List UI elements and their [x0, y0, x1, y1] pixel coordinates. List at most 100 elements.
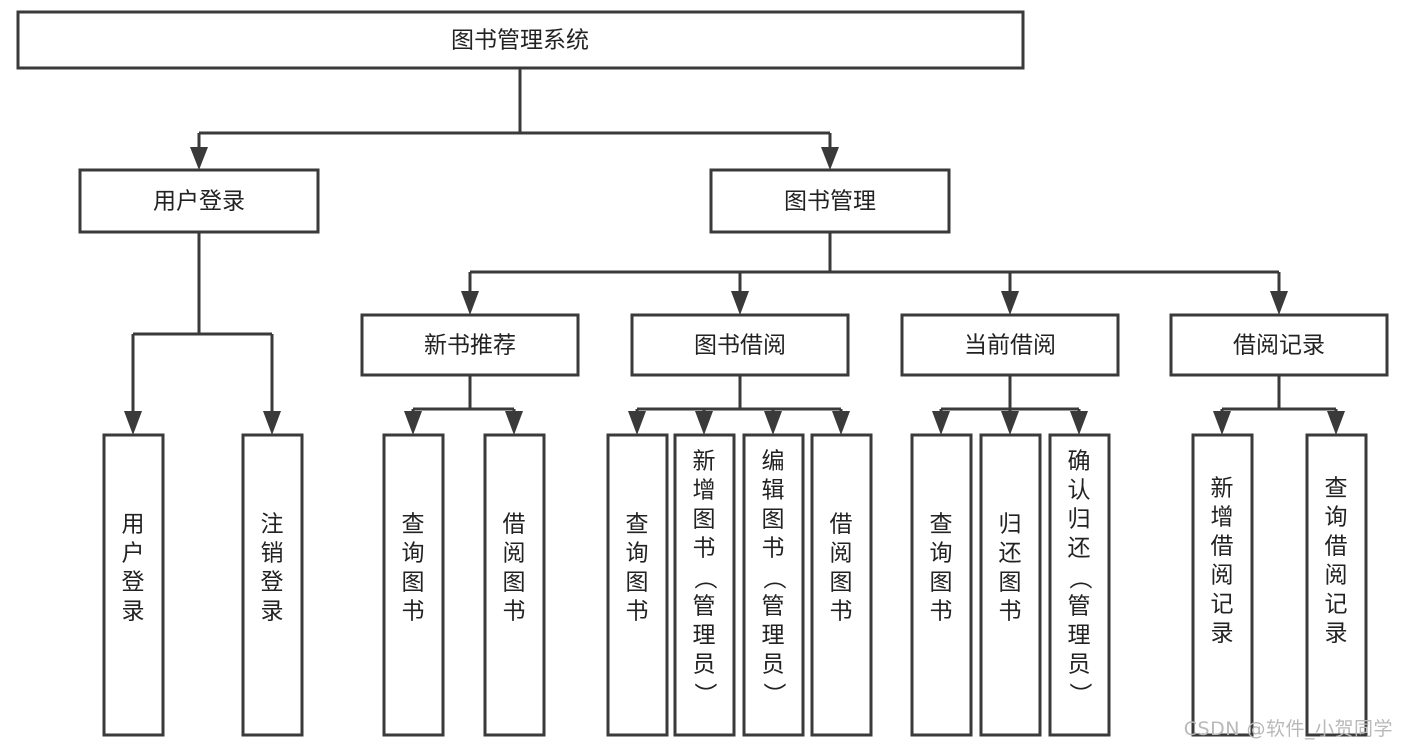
node-book-borrow[interactable]: 图书借阅: [630, 313, 850, 377]
svg-text:辑: 辑: [762, 478, 785, 504]
svg-text:录: 录: [261, 599, 284, 625]
svg-text:借: 借: [1211, 534, 1234, 560]
connector-layer: [124, 68, 1345, 435]
svg-text:查: 查: [1325, 476, 1348, 502]
node-book-borrow-label: 图书借阅: [694, 333, 786, 359]
svg-text:借: 借: [830, 512, 853, 538]
svg-text:图: 图: [830, 570, 853, 596]
arrow-br-to-leaf1: [1213, 411, 1231, 435]
node-leaf-add-record-box[interactable]: [1191, 433, 1254, 737]
arrow-bm-to-borrow-record: [1270, 291, 1288, 315]
svg-text:录: 录: [122, 599, 145, 625]
node-leaf-edit-book-box[interactable]: [742, 433, 805, 737]
svg-text:销: 销: [261, 541, 284, 567]
svg-text:书: 书: [626, 599, 649, 625]
svg-text:书: 书: [830, 599, 853, 625]
node-root[interactable]: 图书管理系统: [16, 10, 1025, 70]
arrow-bb-to-leaf3: [764, 411, 782, 435]
svg-text:查: 查: [626, 512, 649, 538]
svg-text:注: 注: [261, 512, 284, 538]
node-leaf-borrow-book-1-box[interactable]: [483, 433, 546, 737]
svg-text:编: 编: [762, 449, 785, 475]
node-new-book-recommend-label: 新书推荐: [424, 333, 516, 359]
svg-text:确: 确: [1068, 449, 1091, 475]
node-current-borrow[interactable]: 当前借阅: [900, 313, 1120, 377]
node-leaf-user-logout-box[interactable]: [241, 433, 304, 737]
node-book-management-box[interactable]: [709, 168, 951, 234]
node-leaf-query-book-2-box[interactable]: [606, 433, 669, 737]
svg-text:图: 图: [693, 507, 716, 533]
svg-text:理: 理: [1068, 623, 1091, 649]
svg-text:阅: 阅: [830, 541, 853, 567]
svg-text:）: ）: [692, 683, 718, 706]
node-leaf-query-book-1-box[interactable]: [382, 433, 445, 737]
node-borrow-record-label: 借阅记录: [1233, 333, 1325, 359]
node-user-login[interactable]: 用户登录: [78, 168, 320, 234]
csdn-watermark: CSDN @软件_小贺同学: [1183, 718, 1393, 740]
node-new-book-recommend-box[interactable]: [360, 313, 580, 377]
node-leaf-return-book-box[interactable]: [979, 433, 1042, 737]
node-current-borrow-label: 当前借阅: [964, 333, 1056, 359]
svg-text:图: 图: [999, 570, 1022, 596]
svg-text:录: 录: [1325, 621, 1348, 647]
node-new-book-recommend[interactable]: 新书推荐: [360, 313, 580, 377]
arrow-bm-to-book-borrow: [731, 291, 749, 315]
node-borrow-record-box[interactable]: [1169, 313, 1389, 377]
svg-text:借: 借: [1325, 534, 1348, 560]
svg-text:询: 询: [626, 541, 649, 567]
arrow-bb-to-leaf4: [832, 411, 850, 435]
svg-text:增: 增: [1211, 505, 1234, 531]
arrow-newbook-to-leaf1: [404, 411, 422, 435]
node-leaf-query-book-3-box[interactable]: [910, 433, 973, 737]
svg-text:查: 查: [930, 512, 953, 538]
node-leaf-query-record-box[interactable]: [1305, 433, 1368, 737]
arrow-user-login-to-leaf1: [124, 411, 142, 435]
arrow-bb-to-leaf1: [628, 411, 646, 435]
svg-text:查: 查: [402, 512, 425, 538]
node-leaf-borrow-book-2-box[interactable]: [810, 433, 873, 737]
svg-text:书: 书: [930, 599, 953, 625]
node-leaf-user-login[interactable]: 用户登录: [102, 433, 165, 737]
svg-text:录: 录: [1211, 621, 1234, 647]
node-book-management[interactable]: 图书管理: [709, 168, 951, 234]
svg-text:（: （: [1067, 567, 1093, 590]
svg-text:用: 用: [122, 512, 145, 538]
svg-text:图: 图: [930, 570, 953, 596]
node-leaf-add-book-box[interactable]: [673, 433, 736, 737]
node-leaf-user-login-box[interactable]: [102, 433, 165, 737]
arrow-cb-to-leaf1: [932, 411, 950, 435]
svg-text:登: 登: [261, 570, 284, 596]
svg-text:还: 还: [999, 541, 1022, 567]
node-book-borrow-box[interactable]: [630, 313, 850, 377]
svg-text:员: 员: [1068, 652, 1091, 678]
svg-text:）: ）: [1067, 683, 1093, 706]
svg-text:询: 询: [1325, 505, 1348, 531]
svg-text:图: 图: [402, 570, 425, 596]
svg-text:借: 借: [503, 512, 526, 538]
svg-text:（: （: [692, 567, 718, 590]
node-user-login-box[interactable]: [78, 168, 320, 234]
node-root-box[interactable]: [16, 10, 1025, 70]
node-borrow-record[interactable]: 借阅记录: [1169, 313, 1389, 377]
node-current-borrow-box[interactable]: [900, 313, 1120, 377]
node-leaf-confirm-return-box[interactable]: [1048, 433, 1111, 737]
svg-text:新: 新: [693, 449, 716, 475]
